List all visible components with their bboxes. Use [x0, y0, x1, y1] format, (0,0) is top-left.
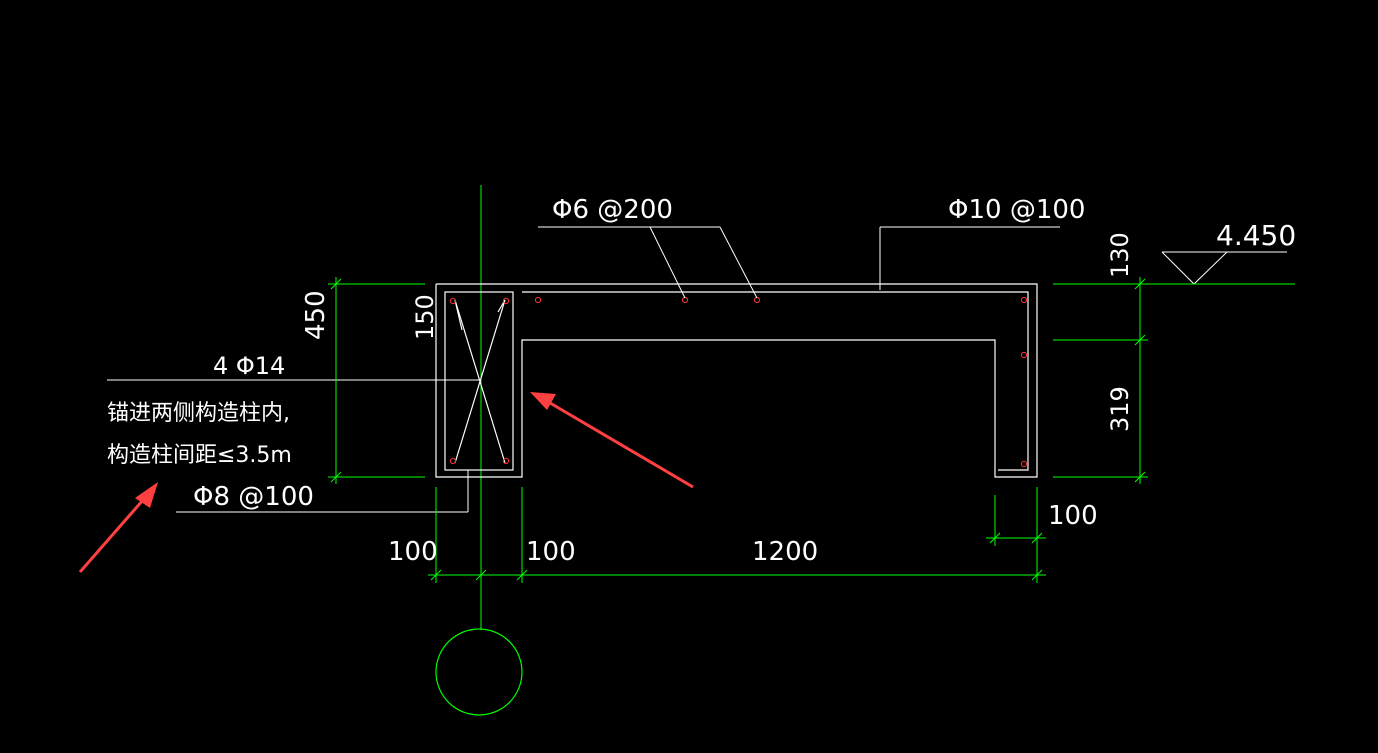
rebar-dots	[449, 296, 1028, 468]
arrow-right-head	[530, 392, 556, 410]
label-elevation: 4.450	[1216, 219, 1296, 252]
grid-axis-bubble	[435, 628, 523, 716]
annotation-arrows	[78, 392, 694, 573]
arrow-left-head	[135, 482, 158, 508]
dim-label-100-mid: 100	[526, 537, 576, 567]
dim-label-150: 150	[411, 294, 439, 340]
leader-lines	[107, 226, 1287, 513]
label-stirrup-top: Φ6 @200	[552, 195, 673, 225]
dim-label-100-left: 100	[388, 537, 438, 567]
label-stirrup-right: Φ10 @100	[948, 195, 1085, 225]
label-note-line2: 构造柱间距≤3.5m	[107, 443, 292, 468]
label-stirrup-bottom: Φ8 @100	[193, 482, 314, 512]
label-note-line1: 锚进两侧构造柱内,	[107, 401, 290, 426]
label-rebar-4phi14: 4 Φ14	[213, 352, 285, 380]
concrete-section-outline	[435, 283, 1038, 478]
arrow-left	[78, 491, 152, 573]
arrow-right	[544, 398, 694, 489]
dim-label-130: 130	[1106, 232, 1134, 278]
dim-label-100-right: 100	[1048, 501, 1098, 531]
dim-label-450: 450	[301, 290, 331, 340]
dimension-lines	[328, 277, 1295, 583]
dim-label-319: 319	[1106, 386, 1134, 432]
dim-label-1200: 1200	[752, 537, 818, 567]
